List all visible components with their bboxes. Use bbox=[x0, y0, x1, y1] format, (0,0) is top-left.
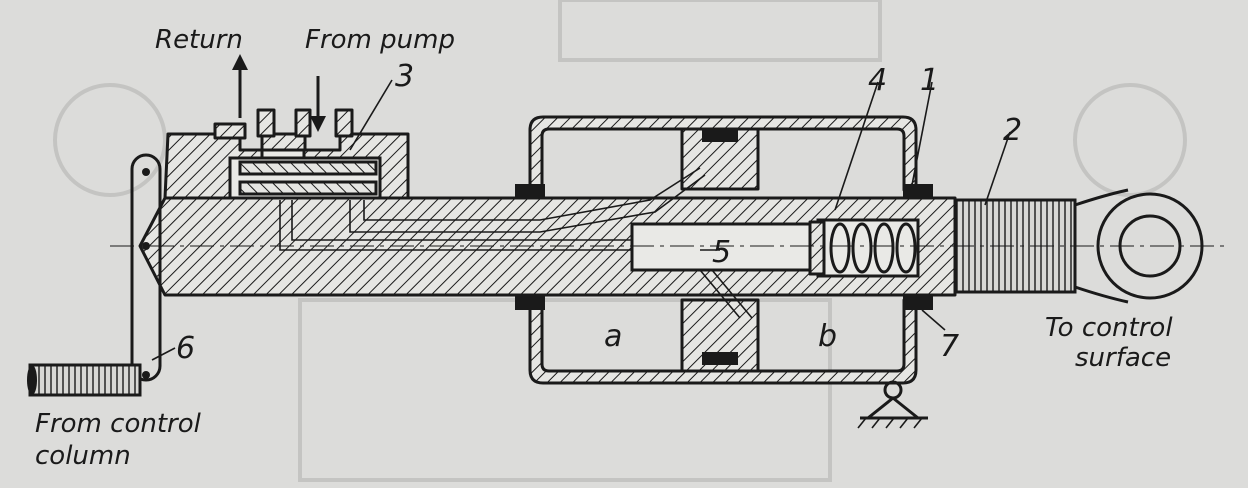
seal-left-top bbox=[515, 184, 545, 198]
callout-3: 3 bbox=[395, 59, 414, 94]
seal-right-bottom bbox=[903, 296, 933, 310]
label-chamber-b: b bbox=[818, 319, 837, 354]
spring bbox=[808, 220, 917, 276]
piston-seal-top bbox=[702, 129, 738, 142]
piston-seal-bottom bbox=[702, 352, 738, 365]
cylinder-housing bbox=[515, 115, 933, 385]
background-bleed bbox=[53, 0, 1187, 482]
label-to-control-surface-line2: surface bbox=[1075, 343, 1171, 373]
label-from-pump: From pump bbox=[305, 25, 455, 55]
support-pivot bbox=[857, 380, 928, 429]
label-chamber-a: a bbox=[604, 319, 622, 354]
callout-5: 5 bbox=[712, 235, 731, 270]
label-to-control-surface-line1: To control bbox=[1045, 313, 1173, 343]
piston bbox=[680, 127, 760, 373]
callout-7: 7 bbox=[940, 329, 959, 364]
callout-4: 4 bbox=[868, 63, 887, 98]
callout-6: 6 bbox=[176, 331, 195, 366]
callout-2: 2 bbox=[1003, 113, 1022, 148]
label-return: Return bbox=[155, 25, 243, 55]
label-from-control-column-line1: From control bbox=[35, 409, 202, 439]
control-valve bbox=[163, 54, 410, 200]
main-rod bbox=[138, 167, 957, 319]
callout-1: 1 bbox=[920, 63, 939, 98]
lever bbox=[27, 153, 162, 397]
label-from-control-column-line2: column bbox=[35, 441, 131, 471]
leader-lines bbox=[151, 79, 1011, 361]
seal-left-bottom bbox=[515, 296, 545, 310]
seal-right-top bbox=[903, 184, 933, 198]
